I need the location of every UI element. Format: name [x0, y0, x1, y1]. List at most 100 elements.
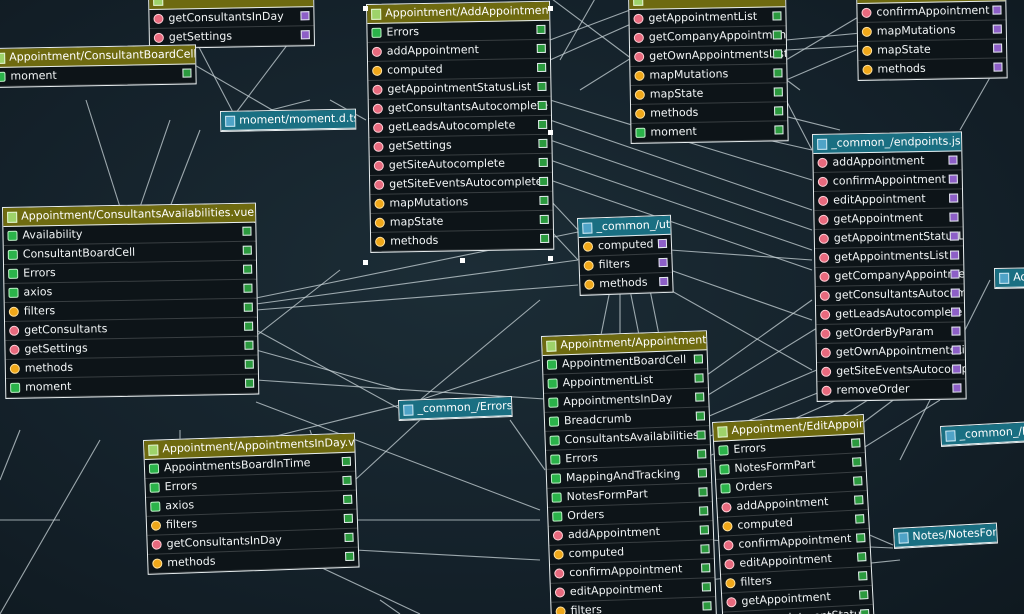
- module-member-row[interactable]: methods: [370, 229, 554, 252]
- connection-port-icon[interactable]: [244, 340, 254, 350]
- module-member-row[interactable]: getAppointmentStatusList: [814, 227, 967, 249]
- module-member-row[interactable]: getOrderByParam: [816, 322, 965, 344]
- connection-port-icon[interactable]: [698, 487, 708, 497]
- module-member-row[interactable]: moment: [0, 64, 196, 87]
- module-member-row[interactable]: methods: [858, 58, 1007, 80]
- connection-port-icon[interactable]: [242, 245, 252, 255]
- connection-port-icon[interactable]: [857, 552, 867, 562]
- module-member-row[interactable]: mapMutations: [857, 20, 1006, 42]
- module-node[interactable]: _common_/Mapping: [940, 421, 1024, 447]
- module-member-row[interactable]: moment: [6, 374, 259, 398]
- connection-port-icon[interactable]: [343, 494, 353, 505]
- selection-handle[interactable]: [548, 256, 553, 261]
- module-member-row[interactable]: getAppointmentsList: [815, 246, 964, 268]
- connection-port-icon[interactable]: [856, 533, 866, 543]
- module-member-row[interactable]: addAppointment: [813, 151, 962, 173]
- connection-port-icon[interactable]: [949, 231, 959, 241]
- connection-port-icon[interactable]: [243, 302, 253, 312]
- module-member-row[interactable]: getLeadsAutocomplete: [816, 303, 965, 325]
- module-node-header[interactable]: _common_/endpoints.js: [813, 132, 962, 154]
- module-member-row[interactable]: getAppointment: [814, 208, 963, 230]
- connection-port-icon[interactable]: [700, 544, 710, 554]
- connection-port-icon[interactable]: [540, 233, 550, 243]
- module-member-row[interactable]: mapState: [858, 39, 1007, 61]
- connection-port-icon[interactable]: [992, 5, 1002, 15]
- module-member-row[interactable]: getConsultantsAutocomplete: [815, 284, 967, 306]
- module-node[interactable]: Appointment/ConsultantsAvailabilities.vu…: [2, 202, 260, 399]
- connection-port-icon[interactable]: [537, 62, 547, 73]
- connection-port-icon[interactable]: [695, 411, 706, 421]
- connection-port-icon[interactable]: [696, 430, 706, 440]
- connection-port-icon[interactable]: [992, 24, 1002, 34]
- module-node[interactable]: moment/moment.d.ts: [220, 108, 357, 132]
- connection-port-icon[interactable]: [537, 81, 547, 92]
- connection-port-icon[interactable]: [773, 49, 783, 59]
- connection-port-icon[interactable]: [949, 193, 959, 203]
- connection-port-icon[interactable]: [345, 551, 355, 562]
- connection-port-icon[interactable]: [951, 345, 961, 355]
- connection-port-icon[interactable]: [950, 288, 960, 298]
- connection-port-icon[interactable]: [342, 475, 352, 486]
- connection-port-icon[interactable]: [245, 378, 255, 388]
- connection-port-icon[interactable]: [952, 383, 962, 393]
- connection-port-icon[interactable]: [343, 513, 354, 524]
- connection-port-icon[interactable]: [695, 392, 705, 402]
- connection-port-icon[interactable]: [949, 212, 959, 222]
- connection-port-icon[interactable]: [344, 532, 354, 543]
- module-node-header[interactable]: Adm: [995, 268, 1024, 288]
- connection-port-icon[interactable]: [860, 609, 870, 614]
- connection-port-icon[interactable]: [657, 238, 668, 249]
- module-member-row[interactable]: confirmAppointment: [857, 1, 1006, 23]
- connection-port-icon[interactable]: [537, 100, 547, 111]
- connection-port-icon[interactable]: [859, 590, 869, 600]
- connection-port-icon[interactable]: [244, 321, 254, 331]
- connection-port-icon[interactable]: [536, 24, 546, 35]
- connection-port-icon[interactable]: [300, 30, 310, 40]
- connection-port-icon[interactable]: [852, 457, 862, 467]
- connection-port-icon[interactable]: [702, 601, 712, 611]
- module-member-row[interactable]: removeOrder: [817, 379, 966, 401]
- connection-port-icon[interactable]: [993, 62, 1003, 72]
- connection-port-icon[interactable]: [773, 87, 783, 97]
- connection-port-icon[interactable]: [855, 514, 865, 524]
- module-node-header[interactable]: Notes/NotesFormPart.vue: [894, 523, 997, 548]
- connection-port-icon[interactable]: [536, 43, 546, 54]
- connection-port-icon[interactable]: [950, 269, 960, 279]
- connection-port-icon[interactable]: [952, 364, 962, 374]
- connection-port-icon[interactable]: [300, 11, 310, 21]
- selection-handle[interactable]: [363, 260, 368, 265]
- connection-port-icon[interactable]: [693, 354, 704, 364]
- connection-port-icon[interactable]: [658, 257, 668, 268]
- connection-port-icon[interactable]: [538, 138, 548, 149]
- connection-port-icon[interactable]: [539, 214, 549, 224]
- connection-port-icon[interactable]: [699, 506, 709, 516]
- connection-port-icon[interactable]: [950, 250, 960, 260]
- connection-port-icon[interactable]: [951, 326, 961, 336]
- selection-handle[interactable]: [548, 130, 553, 135]
- selection-handle[interactable]: [460, 258, 465, 263]
- connection-port-icon[interactable]: [243, 283, 253, 293]
- connection-port-icon[interactable]: [697, 468, 708, 478]
- connection-port-icon[interactable]: [539, 195, 549, 206]
- connection-port-icon[interactable]: [243, 264, 253, 274]
- connection-port-icon[interactable]: [993, 43, 1003, 53]
- connection-port-icon[interactable]: [853, 476, 863, 486]
- module-node-header[interactable]: moment/moment.d.ts: [221, 109, 356, 131]
- module-member-row[interactable]: getCompanyAppointmentsList: [815, 265, 967, 287]
- connection-port-icon[interactable]: [951, 307, 961, 317]
- module-node-header[interactable]: _common_/Mapping: [941, 422, 1024, 446]
- connection-port-icon[interactable]: [772, 11, 782, 21]
- connection-port-icon[interactable]: [774, 106, 784, 116]
- module-member-row[interactable]: editAppointment: [814, 189, 963, 211]
- connection-port-icon[interactable]: [772, 30, 782, 40]
- module-member-row[interactable]: getOwnAppointmentsList: [816, 341, 967, 363]
